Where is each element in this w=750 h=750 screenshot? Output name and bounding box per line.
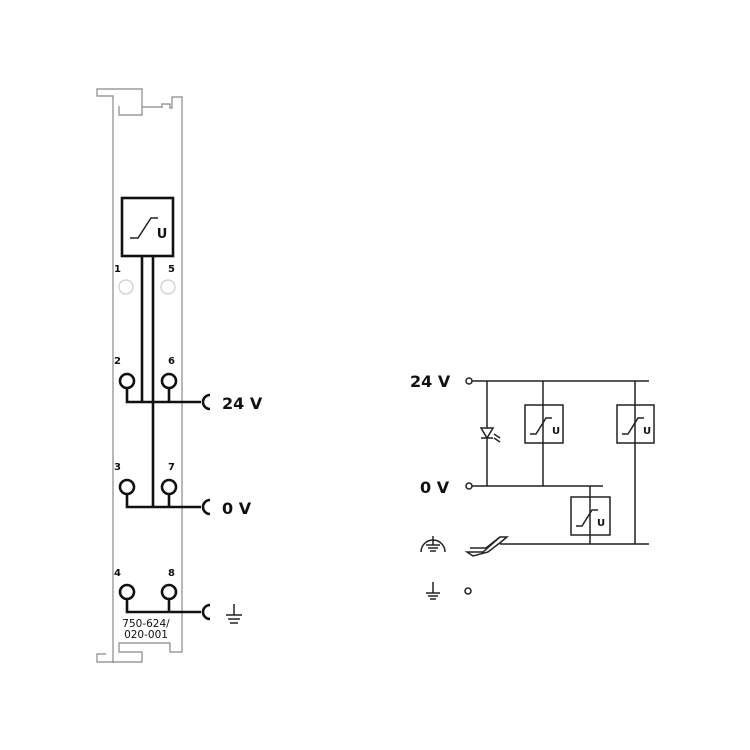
terminal-labels: 1 5 2 6 3 7 4 8 <box>114 264 175 579</box>
terminal-label-6: 6 <box>168 356 175 367</box>
terminal-1-unused <box>118 279 134 295</box>
label-24v: 24 V <box>222 394 263 413</box>
label-0v: 0 V <box>222 499 252 518</box>
terminal-ground-node <box>464 587 472 595</box>
schematic-label-24v: 24 V <box>410 372 451 391</box>
svg-text:U: U <box>597 518 605 529</box>
converter-symbol-1: U <box>524 404 564 444</box>
svg-text:U: U <box>552 426 560 437</box>
schematic-label-0v: 0 V <box>420 478 450 497</box>
converter-label: U <box>157 227 168 242</box>
din-rail-icon <box>464 536 510 557</box>
converter-symbol: U <box>120 196 175 258</box>
terminal-row-0v: 0 V <box>118 478 252 518</box>
svg-text:750-624/: 750-624/ <box>122 618 170 630</box>
terminal-label-2: 2 <box>114 356 121 367</box>
terminal-label-8: 8 <box>168 568 175 579</box>
converter-symbol-3: U <box>570 496 611 536</box>
part-number: 750-624/ 020-001 <box>122 618 170 641</box>
terminal-24v-node <box>465 377 473 385</box>
terminal-row-ground <box>118 583 242 624</box>
led-icon <box>479 427 501 443</box>
protective-earth-icon <box>420 536 446 553</box>
terminal-row-24v: 24 V <box>118 372 263 413</box>
terminal-label-7: 7 <box>168 462 175 473</box>
terminal-label-3: 3 <box>114 462 121 473</box>
internal-schematic: 24 V 0 V U U <box>410 372 655 600</box>
module-housing <box>96 88 183 663</box>
terminal-label-5: 5 <box>168 264 175 275</box>
ground-icon-schematic <box>426 582 440 600</box>
terminal-label-4: 4 <box>114 568 121 579</box>
svg-text:020-001: 020-001 <box>124 629 168 641</box>
ground-icon <box>226 604 242 624</box>
terminal-0v-node <box>465 482 473 490</box>
terminal-label-1: 1 <box>114 264 121 275</box>
converter-symbol-2: U <box>616 404 655 444</box>
terminal-5-unused <box>160 279 176 295</box>
svg-text:U: U <box>643 426 651 437</box>
